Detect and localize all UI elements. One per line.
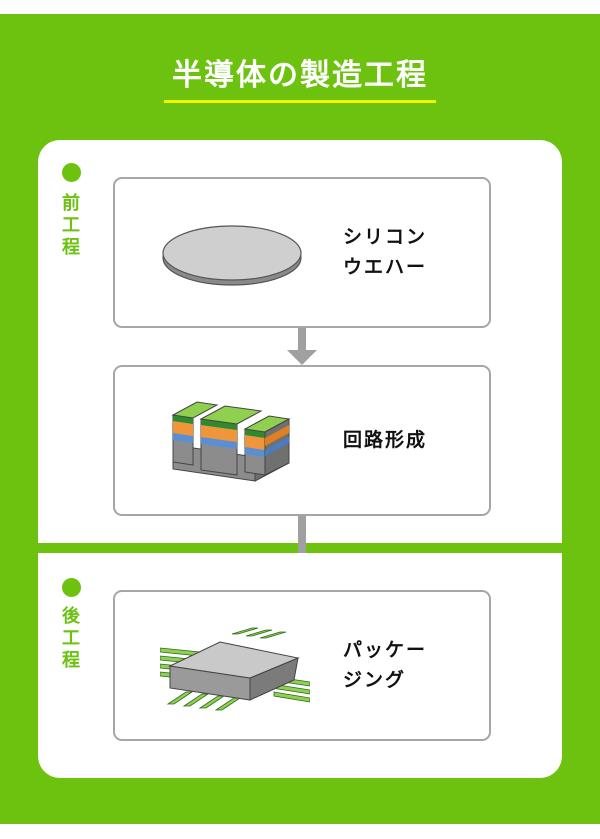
step-label: 回路形成 — [343, 429, 428, 451]
step-circuit-formation: 回路形成 — [113, 365, 491, 516]
phase-label-back-end: 後工程 — [62, 606, 80, 671]
phase-dot-icon — [62, 578, 81, 597]
silicon-wafer-icon — [162, 225, 302, 286]
phase-label-front-end: 前工程 — [62, 193, 80, 258]
step-label: シリコン ウエハー — [343, 226, 428, 278]
flow-arrow-icon — [287, 328, 317, 365]
phase-dot-icon — [62, 163, 81, 182]
page-title: 半導体の製造工程 — [172, 58, 428, 93]
circuit-formation-icon — [171, 401, 291, 482]
chip-package-icon — [160, 627, 310, 711]
step-silicon-wafer: シリコン ウエハー — [113, 177, 491, 328]
step-packaging: パッケー ジング — [113, 590, 491, 741]
step-label: パッケー ジング — [343, 639, 428, 691]
title-underline — [164, 100, 436, 103]
